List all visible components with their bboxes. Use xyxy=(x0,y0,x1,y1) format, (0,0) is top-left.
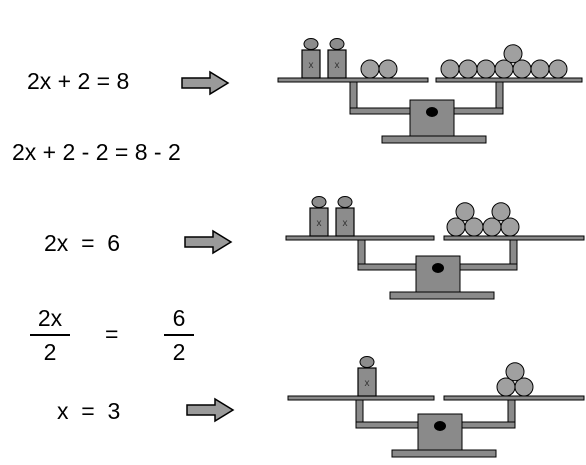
left-support xyxy=(357,239,366,265)
right-pan xyxy=(443,395,585,401)
scale-base xyxy=(381,135,487,144)
unit-ball xyxy=(503,44,523,64)
scale-body xyxy=(409,99,455,137)
fraction-left-bar xyxy=(30,334,70,336)
x-weight-label: x xyxy=(343,218,348,229)
fraction-left-numerator: 2x xyxy=(37,305,63,331)
fraction-right-bar xyxy=(164,334,194,336)
balance-scale-3: x xyxy=(287,356,585,458)
x-weight-label: x xyxy=(365,378,370,389)
left-pan xyxy=(285,235,435,241)
right-support xyxy=(509,239,518,265)
fraction-right-denominator: 2 xyxy=(172,339,186,365)
x-weight-knob xyxy=(329,38,345,50)
unit-ball xyxy=(360,59,380,79)
x-weight-label: x xyxy=(309,60,314,71)
fraction-equals: = xyxy=(105,321,119,347)
equation-2: 2x = 6 xyxy=(44,230,121,256)
equation-3: x = 3 xyxy=(57,398,121,424)
arrow-icon-3 xyxy=(186,397,235,423)
arrow-icon-1 xyxy=(181,70,230,96)
x-weight-label: x xyxy=(335,60,340,71)
equation-1: 2x + 2 = 8 xyxy=(27,68,130,94)
right-pan xyxy=(435,77,583,83)
x-weight-knob xyxy=(359,356,375,368)
equation-subtract-step: 2x + 2 - 2 = 8 - 2 xyxy=(12,139,181,165)
unit-ball xyxy=(458,59,478,79)
unit-ball xyxy=(548,59,568,79)
fraction-left-denominator: 2 xyxy=(43,339,57,365)
unit-ball xyxy=(440,59,460,79)
unit-ball xyxy=(505,362,525,382)
x-weight-label: x xyxy=(317,218,322,229)
unit-ball xyxy=(378,59,398,79)
pivot-dot xyxy=(426,107,438,117)
scale-base xyxy=(389,291,495,300)
fraction-right: 6 2 xyxy=(164,307,194,364)
unit-ball xyxy=(491,202,511,222)
left-pan xyxy=(277,77,429,83)
scale-body xyxy=(417,413,463,451)
right-support xyxy=(495,81,504,109)
pivot-dot xyxy=(434,421,446,431)
unit-ball xyxy=(455,202,475,222)
scale-body xyxy=(415,255,461,293)
left-support xyxy=(349,81,358,109)
scale-base xyxy=(391,449,497,458)
unit-ball xyxy=(500,217,520,237)
arrow-icon-2 xyxy=(184,229,233,255)
left-pan xyxy=(287,395,435,401)
unit-ball xyxy=(530,59,550,79)
fraction-right-numerator: 6 xyxy=(172,305,186,331)
fraction-left: 2x 2 xyxy=(30,307,70,364)
x-weight-knob xyxy=(311,196,327,208)
unit-ball xyxy=(514,377,534,397)
pivot-dot xyxy=(432,263,444,273)
left-support xyxy=(355,399,364,423)
x-weight-knob xyxy=(337,196,353,208)
unit-ball xyxy=(476,59,496,79)
right-pan xyxy=(443,235,585,241)
x-weight-knob xyxy=(303,38,319,50)
right-support xyxy=(507,399,516,423)
